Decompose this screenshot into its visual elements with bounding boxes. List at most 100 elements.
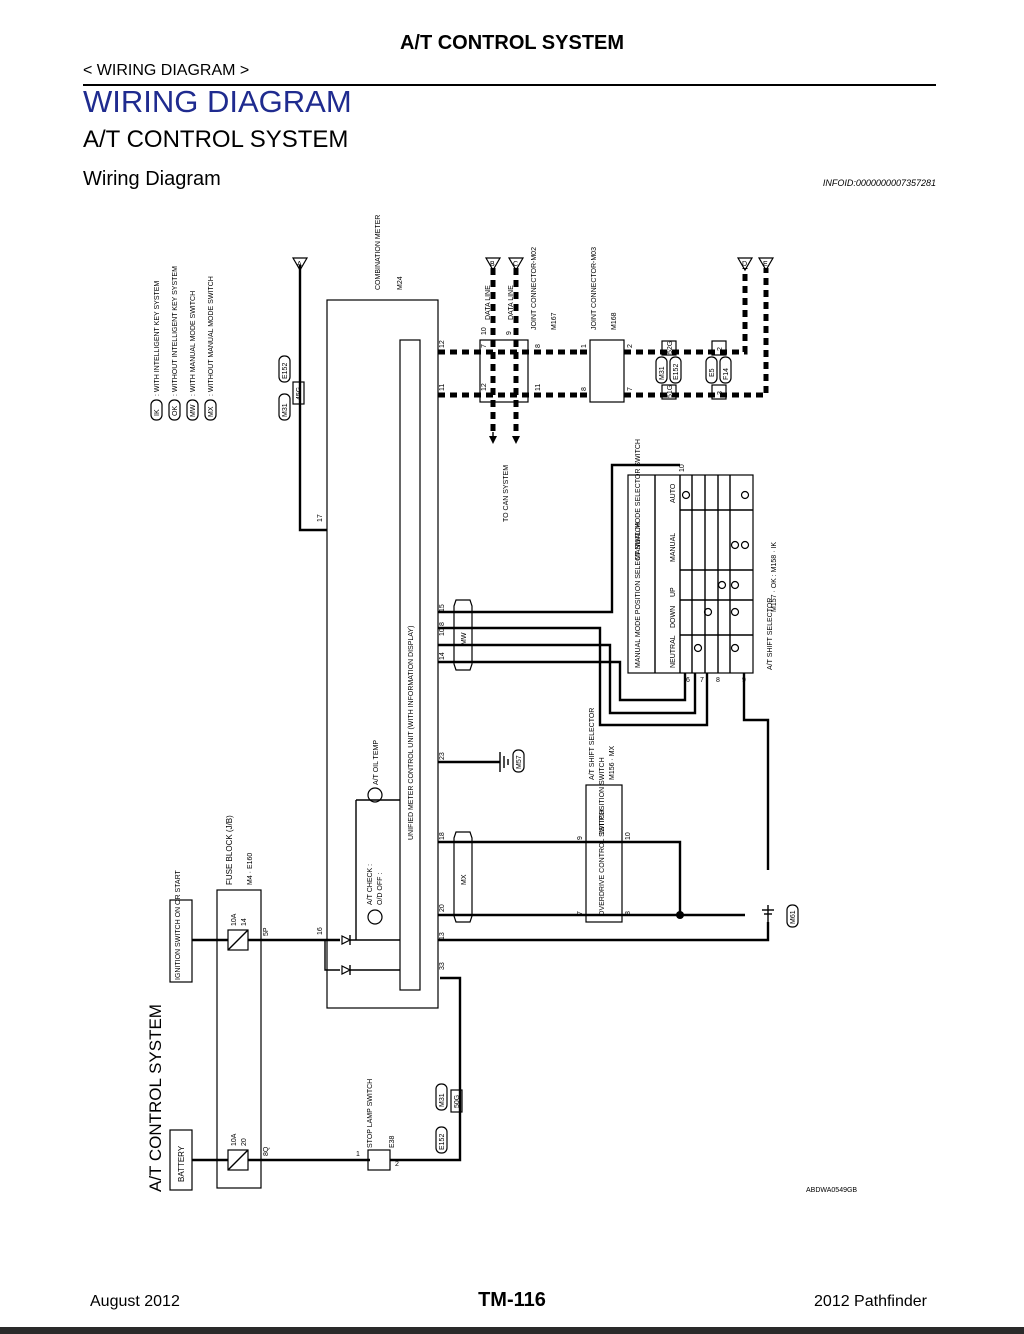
fuse-20-amp: 10A [231, 1133, 238, 1146]
combination-meter-box [326, 299, 439, 1009]
svg-text:50G: 50G [454, 1095, 461, 1108]
fuse-14-num: 14 [241, 918, 248, 926]
at-oil-temp-label: A/T OIL TEMP [373, 740, 380, 785]
meter-control-unit-box [399, 339, 421, 991]
at-shift-selector-mx-label: A/T SHIFT SELECTOR [589, 708, 596, 780]
switch-pin-8: 8 [716, 677, 720, 684]
at-shift-selector-mw-connector: M157 · OK : M158 · IK [771, 542, 778, 612]
stop-lamp-label: STOP LAMP SWITCH [367, 1079, 374, 1148]
pin-8q: 8Q [263, 1146, 270, 1156]
joint-m02-connector: M167 [551, 312, 558, 330]
stop-lamp-switch-symbol [367, 1149, 391, 1171]
svg-text:3: 3 [717, 391, 724, 395]
mx-pin-9: 9 [577, 836, 584, 840]
svg-text:7: 7 [481, 344, 488, 348]
mx-pin-8: 8 [625, 911, 632, 915]
legend-code: OK [172, 406, 179, 416]
switch-pin-7: 7 [700, 677, 704, 684]
svg-text:20: 20 [439, 904, 446, 912]
svg-text:51G: 51G [667, 385, 674, 398]
at-shift-selector-mw-box [627, 474, 754, 674]
fuse-block-label: FUSE BLOCK (J/B) [225, 815, 234, 885]
legend-code: MW [190, 404, 197, 417]
mx-harness-label: MX [461, 874, 468, 885]
mx-pin-7: 7 [577, 911, 584, 915]
svg-text:8: 8 [439, 622, 446, 626]
footer-model: 2012 Pathfinder [814, 1293, 927, 1310]
stop-lamp-pin-2: 2 [395, 1161, 399, 1168]
legend-code: IK [154, 409, 161, 416]
joint-m02-label: JOINT CONNECTOR-M02 [531, 247, 538, 330]
od-off-label: O/D OFF : [377, 873, 384, 905]
overdrive-switch-label: OVERDRIVE CONTROL SWITCH [599, 809, 606, 916]
pin-5p: 5P [263, 927, 270, 936]
stop-lamp-connector: E38 [389, 1135, 396, 1148]
ground-m61-icon [762, 905, 774, 922]
label-b: B [490, 261, 495, 268]
svg-text:18: 18 [439, 832, 446, 840]
svg-text:2: 2 [717, 347, 724, 351]
svg-text:M31: M31 [282, 403, 289, 417]
footer-page-number: TM-116 [478, 1289, 546, 1311]
reference-code: ABDWA0549GB [806, 1187, 857, 1194]
connector-d-flag [736, 257, 754, 272]
mw-harness-symbol [453, 599, 473, 671]
fuse-block-box [216, 889, 262, 1189]
fuse-14-amp: 10A [231, 913, 238, 926]
header-rule [83, 84, 936, 86]
manual-mode-position-label: MANUAL MODE POSITION SELECT SWITCH [635, 522, 642, 668]
meter-control-unit-label: UNIFIED METER CONTROL UNIT (WITH INFORMA… [408, 626, 415, 840]
switch-pin-6: 6 [686, 677, 690, 684]
combination-meter-label: COMBINATION METER [375, 215, 382, 290]
meter-right-pins: 12 11 15 10 8 14 23 18 20 13 33 [439, 340, 446, 970]
data-line-label-1: DATA LINE [485, 285, 492, 320]
legend-text: : WITHOUT INTELLIGENT KEY SYSTEM [172, 266, 179, 396]
svg-text:52G: 52G [667, 341, 674, 354]
connector-b-flag [484, 257, 502, 272]
at-shift-selector-mx-box [585, 784, 623, 923]
legend-code: MX [208, 406, 215, 417]
at-shift-selector-mx-connector: M156 · MX [609, 745, 616, 780]
legend-text: : WITH INTELLIGENT KEY SYSTEM [154, 281, 161, 396]
connector-c-flag [507, 257, 525, 272]
pin-17: 17 [317, 514, 324, 522]
ignition-label: IGNITION SWITCH ON OR START [175, 869, 182, 980]
at-check-lamp-icon [367, 909, 383, 925]
svg-text:11: 11 [439, 384, 446, 391]
svg-text:11: 11 [535, 384, 542, 391]
first-position-switch-label: 1ST POSITION SWITCH [599, 757, 606, 835]
svg-text:E5: E5 [709, 368, 716, 377]
manual-mode-selector-label: MANUAL MODE SELECTOR SWITCH [635, 439, 642, 560]
joint-connector-m02-box [479, 339, 529, 403]
svg-text:7: 7 [627, 387, 634, 391]
fuse-block-connector: M4 · E160 [247, 853, 254, 885]
svg-text:13: 13 [439, 932, 446, 940]
svg-text:M31: M31 [439, 1093, 446, 1107]
svg-text:DOWN: DOWN [670, 606, 677, 628]
info-id: INFOID:0000000007357281 [822, 178, 936, 188]
label-e: E [763, 261, 768, 268]
connector-m31-e152-top: M31 E152 45G [278, 355, 305, 421]
bottom-bar [0, 1327, 1024, 1334]
mx-harness-symbol [453, 831, 473, 923]
svg-text:M57: M57 [516, 755, 523, 769]
fuse-20-num: 20 [241, 1138, 248, 1146]
connector-a-flag [291, 257, 309, 272]
svg-text:UP: UP [670, 587, 677, 597]
junction-dot [676, 911, 684, 919]
label-c: C [513, 261, 518, 268]
ground-m57-icon [499, 752, 509, 772]
svg-text:8: 8 [581, 387, 588, 391]
svg-text:10: 10 [439, 628, 446, 636]
svg-text:23: 23 [439, 752, 446, 760]
label-a: A [297, 261, 302, 268]
svg-text:15: 15 [439, 604, 446, 612]
ground-m61-connector: M61 [786, 904, 799, 928]
switch-pin-10: 10 [679, 464, 686, 472]
connector-m31-e152-bottom: M31 E152 50G [435, 1083, 463, 1154]
diode-2 [341, 965, 352, 975]
svg-text:MANUAL: MANUAL [670, 533, 677, 562]
joint-m03-label: JOINT CONNECTOR-M03 [591, 247, 598, 330]
breadcrumb[interactable]: < WIRING DIAGRAM > [83, 62, 250, 79]
